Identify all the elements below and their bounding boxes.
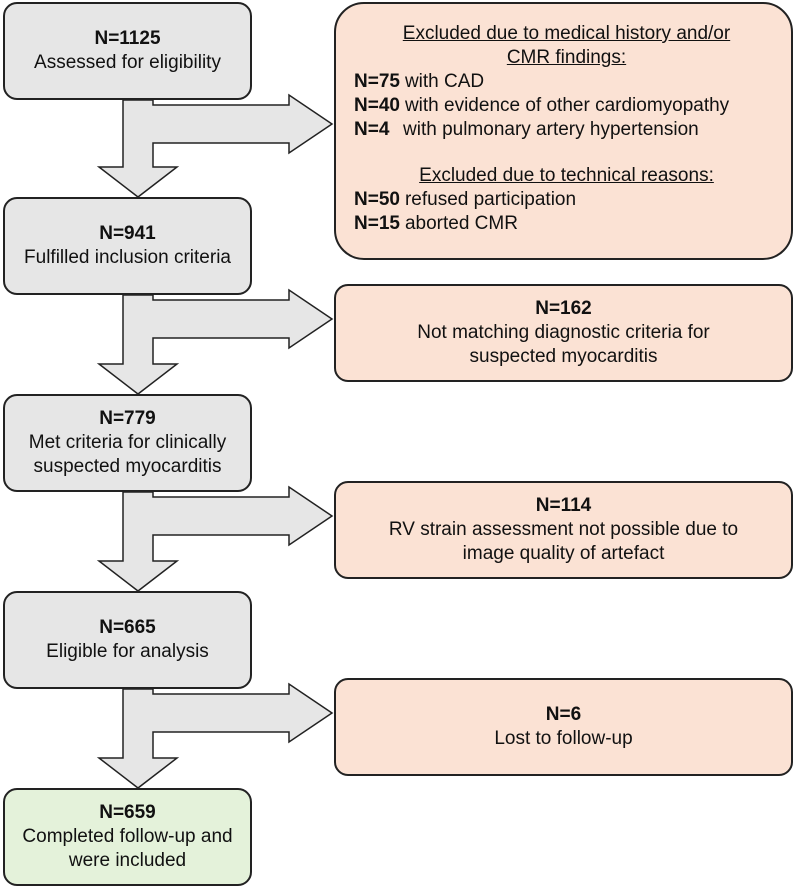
stage-count: N=659 [99, 802, 156, 823]
exclusion-item-count: N=40 [354, 95, 400, 116]
exclusion-heading: CMR findings: [506, 47, 627, 68]
exclusion-item: N=50 refused participation [354, 188, 779, 212]
exclusion-item-count: N=50 [354, 189, 400, 210]
exclusion-item: N=4 with pulmonary artery hypertension [354, 118, 779, 142]
stage-label: Met criteria for clinically [28, 432, 227, 453]
exclusion-box-rv-strain: N=114 RV strain assessment not possible … [334, 481, 793, 579]
stage-box-assessed: N=1125 Assessed for eligibility [3, 2, 252, 100]
exclusion-label: image quality of artefact [462, 543, 665, 564]
stage-count: N=1125 [94, 28, 161, 49]
exclusion-label: RV strain assessment not possible due to [388, 519, 739, 540]
exclusion-label: Lost to follow-up [494, 728, 633, 749]
stage-box-inclusion: N=941 Fulfilled inclusion criteria [3, 197, 252, 295]
stage-count: N=941 [99, 223, 156, 244]
flow-arrow-3 [96, 485, 334, 592]
stage-box-clinical: N=779 Met criteria for clinically suspec… [3, 394, 252, 492]
stage-label: Completed follow-up and [22, 826, 233, 847]
exclusion-item-text: with CAD [404, 71, 485, 92]
stage-box-eligible: N=665 Eligible for analysis [3, 591, 252, 689]
exclusion-item: N=75 with CAD [354, 70, 779, 94]
exclusion-item-text: with evidence of other cardiomyopathy [404, 95, 730, 116]
stage-label: Assessed for eligibility [34, 52, 221, 73]
stage-count: N=665 [99, 617, 156, 638]
stage-label: were included [68, 850, 187, 871]
flow-arrow-2 [96, 288, 334, 395]
flow-arrow-1 [96, 93, 334, 198]
stage-box-included: N=659 Completed follow-up and were inclu… [3, 788, 252, 886]
stage-label: suspected myocarditis [33, 456, 222, 477]
stage-label: Eligible for analysis [46, 641, 209, 662]
exclusion-item-count: N=75 [354, 71, 400, 92]
exclusion-count: N=6 [545, 704, 582, 725]
exclusion-box-lost-follow-up: N=6 Lost to follow-up [334, 678, 793, 776]
exclusion-count: N=162 [535, 298, 592, 319]
exclusion-box-medical-technical: Excluded due to medical history and/or C… [334, 2, 793, 260]
exclusion-label: Not matching diagnostic criteria for [417, 322, 710, 343]
exclusion-item: N=40 with evidence of other cardiomyopat… [354, 94, 779, 118]
stage-count: N=779 [99, 408, 156, 429]
exclusion-count: N=114 [535, 495, 592, 516]
exclusion-item-text: aborted CMR [404, 213, 518, 234]
exclusion-label: suspected myocarditis [469, 346, 658, 367]
exclusion-item-count: N=4 [354, 119, 390, 140]
stage-label: Fulfilled inclusion criteria [24, 247, 231, 268]
exclusion-box-diagnostic: N=162 Not matching diagnostic criteria f… [334, 284, 793, 382]
exclusion-heading: Excluded due to medical history and/or [402, 23, 731, 44]
exclusion-heading: Excluded due to technical reasons: [419, 165, 714, 186]
exclusion-item: N=15 aborted CMR [354, 212, 779, 236]
exclusion-item-text: refused participation [404, 189, 577, 210]
exclusion-item-count: N=15 [354, 213, 400, 234]
exclusion-item-text: with pulmonary artery hypertension [403, 119, 699, 140]
flow-arrow-4 [96, 682, 334, 789]
